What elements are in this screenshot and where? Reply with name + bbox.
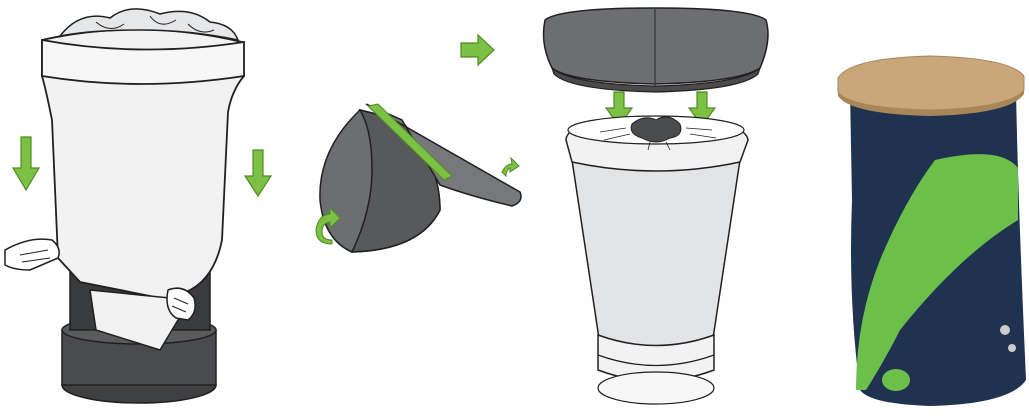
- step-3-lid-on-drum: [461, 8, 768, 404]
- step-2-folded-lid: [316, 104, 521, 252]
- right-arrow-icon: [461, 35, 494, 65]
- lid: [544, 8, 768, 92]
- step-4-finished-counter: [838, 56, 1026, 406]
- left-hand: [5, 239, 59, 270]
- sleeved-drum: [566, 116, 748, 404]
- down-arrow-icon-left: [13, 137, 39, 190]
- rotate-arrow-icon-top: [502, 158, 519, 176]
- step-1-sleeve-over-drum: [5, 9, 271, 403]
- down-arrow-icon-right: [245, 150, 271, 196]
